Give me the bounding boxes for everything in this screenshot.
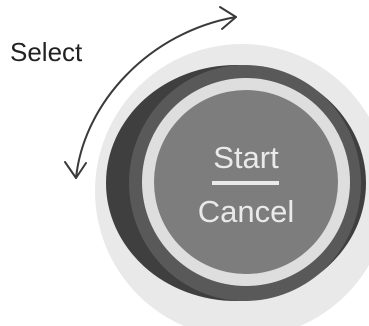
double-headed-curved-arrow-icon (64, 6, 237, 179)
cancel-label: Cancel (198, 194, 295, 229)
rotate-arc (75, 16, 237, 179)
start-label: Start (213, 140, 279, 175)
start-cancel-divider (212, 181, 279, 185)
select-label: Select (10, 37, 83, 67)
rotate-arrowhead-top (219, 6, 237, 30)
rotate-arrowhead-bottom (64, 161, 87, 179)
